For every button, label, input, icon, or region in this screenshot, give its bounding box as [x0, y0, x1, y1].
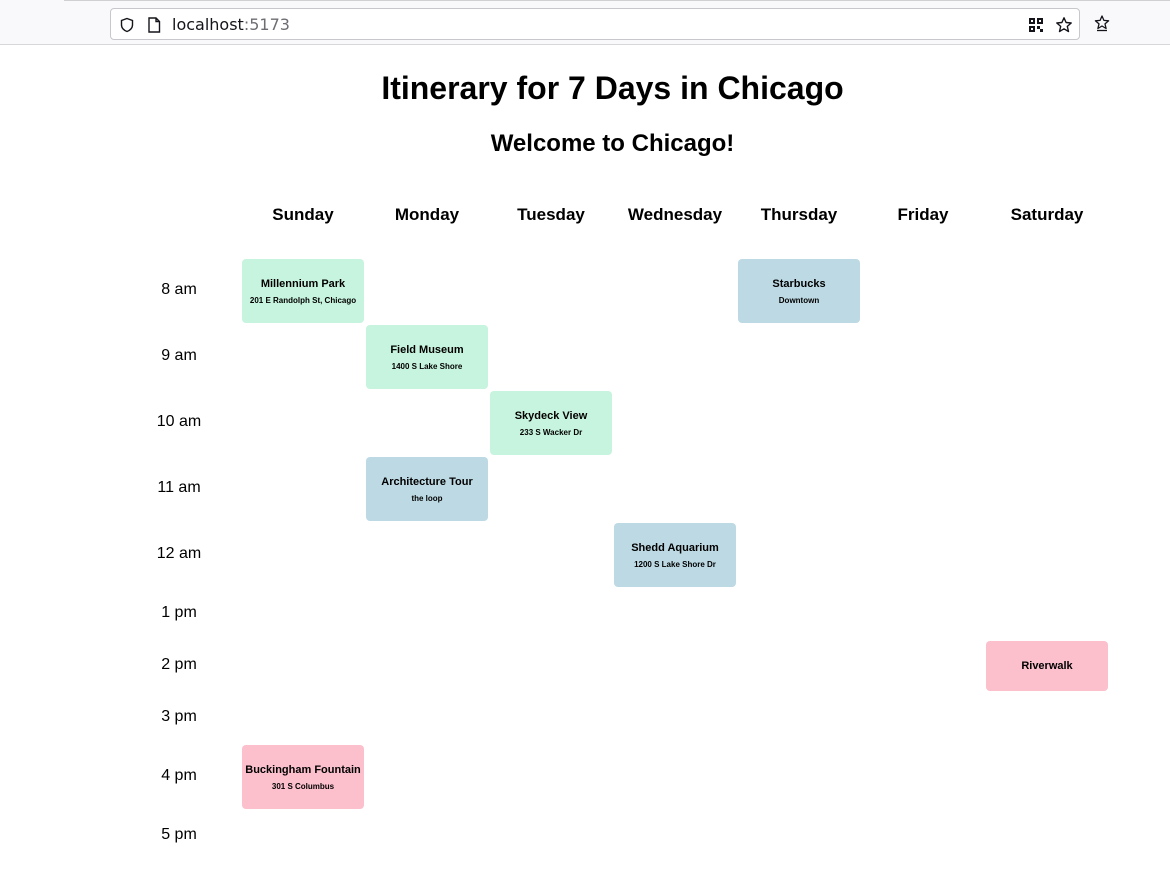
page-title: Itinerary for 7 Days in Chicago	[381, 70, 844, 106]
event-card-field-museum[interactable]: Field Museum 1400 S Lake Shore	[366, 325, 488, 389]
page-icon	[145, 16, 163, 34]
tab-strip-edge	[64, 0, 1170, 4]
event-location: 1400 S Lake Shore	[391, 361, 463, 371]
event-card-millennium-park[interactable]: Millennium Park 201 E Randolph St, Chica…	[242, 259, 364, 323]
bookmark-star-icon[interactable]	[1055, 16, 1073, 34]
hour-label: 12 am	[156, 545, 202, 562]
event-name: Skydeck View	[514, 409, 588, 422]
event-location: Downtown	[778, 295, 820, 305]
event-location: the loop	[411, 493, 443, 503]
event-location: 233 S Wacker Dr	[519, 427, 583, 437]
day-header-sunday: Sunday	[272, 205, 334, 224]
event-location: 301 S Columbus	[271, 781, 335, 791]
hour-label: 2 pm	[161, 656, 197, 673]
day-header-thursday: Thursday	[760, 205, 838, 224]
event-name: Architecture Tour	[381, 475, 473, 488]
extensions-icon[interactable]	[1092, 13, 1112, 33]
hour-label: 1 pm	[161, 604, 197, 621]
event-card-riverwalk[interactable]: Riverwalk	[986, 641, 1108, 691]
shield-icon[interactable]	[118, 16, 136, 34]
hour-label: 8 am	[161, 281, 197, 298]
day-header-wednesday: Wednesday	[627, 205, 723, 224]
event-name: Riverwalk	[1021, 660, 1073, 672]
hour-label: 3 pm	[161, 708, 197, 725]
event-card-architecture-tour[interactable]: Architecture Tour the loop	[366, 457, 488, 521]
url-host: localhost	[172, 15, 244, 34]
url-port: :5173	[243, 15, 290, 34]
event-location: 201 E Randolph St, Chicago	[249, 295, 357, 305]
day-header-saturday: Saturday	[1010, 205, 1084, 224]
hour-label: 4 pm	[161, 767, 197, 784]
event-name: Starbucks	[772, 277, 826, 290]
event-card-starbucks[interactable]: Starbucks Downtown	[738, 259, 860, 323]
url-text[interactable]: localhost:5173	[172, 15, 290, 35]
event-card-buckingham-fountain[interactable]: Buckingham Fountain 301 S Columbus	[242, 745, 364, 809]
hour-label: 11 am	[157, 479, 201, 496]
hour-label: 10 am	[156, 413, 202, 430]
event-name: Field Museum	[390, 343, 464, 356]
day-header-monday: Monday	[394, 205, 460, 224]
day-header-tuesday: Tuesday	[517, 205, 585, 224]
event-card-skydeck-view[interactable]: Skydeck View 233 S Wacker Dr	[490, 391, 612, 455]
browser-toolbar: localhost:5173	[0, 0, 1170, 45]
url-bar[interactable]: localhost:5173	[110, 8, 1080, 40]
event-card-shedd-aquarium[interactable]: Shedd Aquarium 1200 S Lake Shore Dr	[614, 523, 736, 587]
event-name: Shedd Aquarium	[631, 541, 719, 554]
hour-label: 9 am	[161, 347, 197, 364]
event-name: Millennium Park	[260, 277, 346, 290]
event-name: Buckingham Fountain	[245, 763, 361, 776]
page-subtitle: Welcome to Chicago!	[490, 130, 735, 157]
day-header-friday: Friday	[897, 205, 949, 224]
qr-code-icon[interactable]	[1027, 16, 1045, 34]
event-location: 1200 S Lake Shore Dr	[634, 559, 716, 569]
hour-label: 5 pm	[161, 826, 197, 843]
